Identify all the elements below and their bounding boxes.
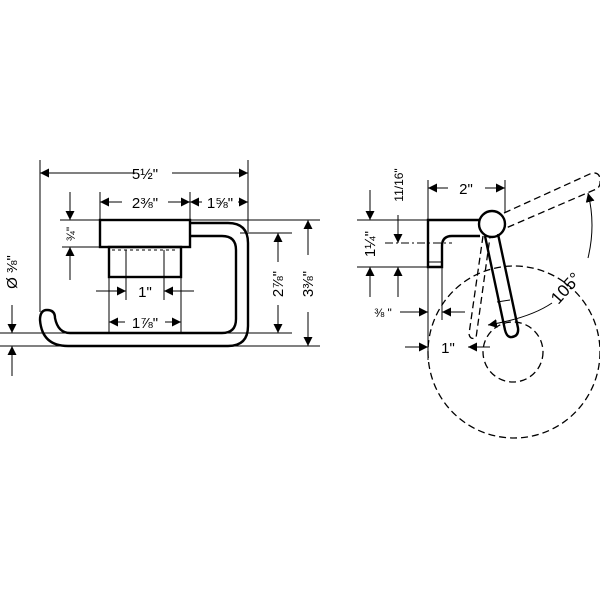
ring-offset-label: 1⅝" [207,195,233,212]
bracket-height-label: 1¼" [362,231,379,257]
base-width-label: 2⅜" [132,195,158,212]
front-view: 5½" 2⅜" 1⅝" ¾" 1" 1⅞" 2⅞" 3⅜" Ø ⅜" [0,160,320,376]
overall-width-label: 5½" [132,166,158,183]
mount-spacing-label: 1" [138,284,152,301]
rod-diameter-label: Ø ⅜" [4,255,21,289]
plate-width-label: 1⅞" [132,315,158,332]
swing-arm [483,233,520,339]
dashed-swing-paths [427,172,600,439]
dimension-arrows [7,168,313,376]
holder-body [38,218,250,348]
overall-height-label: 3⅜" [300,271,317,297]
paper-ring [38,221,250,348]
projection-label: 2" [459,181,473,198]
holder-side [426,209,520,339]
side-view: 2" 11/16" 1¼" ⅜ " 1" 105° [357,168,600,439]
extension-lines [0,160,320,347]
bracket-thickness-label: ⅜ " [374,306,392,320]
inner-height-label: 2⅞" [270,271,287,297]
side-extension-lines [357,180,506,360]
arm-clearance-label: 1" [441,340,455,357]
base-height-label: ¾" [64,227,78,241]
center-offset-label: 11/16" [392,168,406,201]
side-dimension-arrows [365,183,595,352]
